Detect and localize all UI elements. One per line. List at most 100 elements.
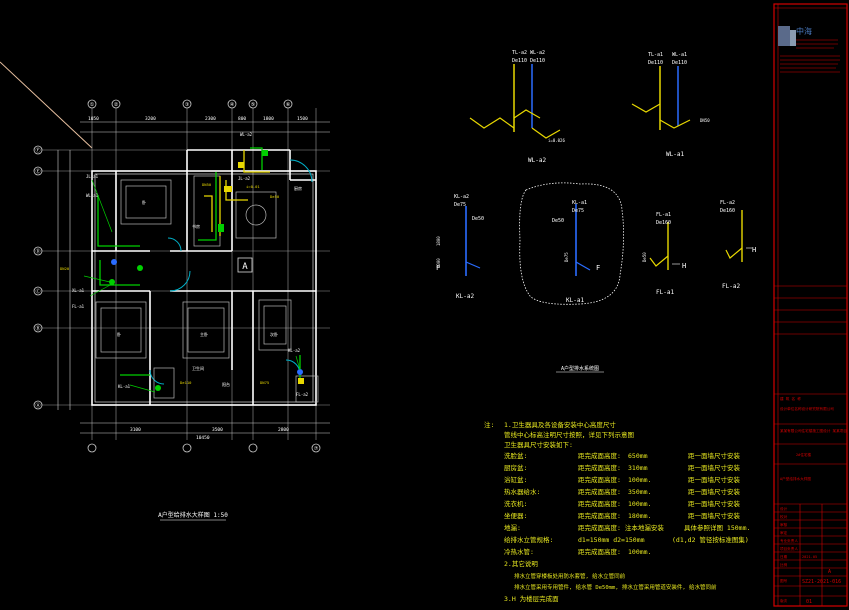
iso-kl-a2-size2: De50 [472, 216, 484, 222]
tb-version: A [828, 569, 831, 575]
axis-row-e: Ⓔ [35, 168, 40, 175]
svg-text:厨房盆:: 厨房盆: [504, 463, 527, 472]
iso-dim-6: De75 [564, 252, 569, 262]
room-6: 厨房 [294, 185, 302, 191]
svg-text:100mm.: 100mm. [628, 476, 651, 484]
tb-label-1: 校对 [780, 514, 788, 519]
tb-label-5: 项目负责人 [780, 546, 798, 551]
tag-3: XL-a1 [72, 288, 85, 293]
tb-sheet: 01 [806, 599, 812, 605]
notes-row-2: 浴缸盆: 距完成面高度: 100mm. 距一面墙尺寸安装 [504, 475, 741, 484]
tag-8: KL-a2 [288, 348, 301, 353]
tb-row2: 设计单位名称设计研究院有限公司 [780, 406, 834, 411]
room-7: 卫生间 [192, 365, 204, 371]
axis-bubbles [33, 99, 321, 453]
tb-row5: A户型给排水大样图 [780, 476, 811, 481]
iso-wl-a2: TL-a2 WL-a2 De110 De110 WL-a2 [469, 50, 561, 164]
svg-text:距一面墙尺寸安装: 距一面墙尺寸安装 [688, 499, 741, 508]
svg-text:A: A [242, 262, 248, 272]
iso-kl-a1: KL-a1 De75 De50 KL-a1 F [519, 182, 624, 305]
iso-wl-a2-size2: De110 [530, 58, 545, 64]
tag-7: JL-a2 [238, 176, 251, 181]
room-2: 书房 [192, 223, 200, 229]
room-4: 卧 [117, 331, 121, 337]
iso-wl-a1-label: WL-a1 [666, 151, 684, 158]
axis-row-d: Ⓓ [35, 248, 40, 255]
tag-2: WL-a1 [86, 193, 99, 198]
bottom-dim-2: 3500 [212, 427, 223, 433]
note-dn50: DN50 [202, 182, 212, 187]
tag-5: KL-a1 [118, 384, 131, 389]
svg-text:距完成面高度:: 距完成面高度: [578, 487, 621, 496]
room-5: 次卧 [270, 331, 278, 337]
axis-letters: ① ② ③ ④ ⑤ ⑥ ⑦ Ⓕ Ⓔ Ⓓ Ⓒ Ⓑ Ⓐ [35, 102, 318, 452]
note-dn75: DN75 [260, 380, 269, 385]
axis-col-5: ⑤ [251, 102, 256, 108]
pipe-tags: JL-a1 WL-a1 XL-a1 FL-a1 KL-a1 WL-a2 JL-a… [72, 132, 309, 397]
svg-text:100mm.: 100mm. [628, 500, 651, 508]
iso-fl-a2-size: De160 [720, 208, 735, 214]
iso-wl-a1-pipe2: WL-a1 [672, 52, 687, 58]
iso-wl-a2-label: WL-a2 [528, 157, 546, 164]
iso-mark-h2: H [752, 246, 756, 254]
svg-text:距完成面高度: 注本地漏安装: 距完成面高度: 注本地漏安装 [578, 523, 664, 532]
top-dim-4: 800 [238, 116, 246, 122]
svg-text:距完成面高度:: 距完成面高度: [578, 547, 621, 556]
note-de50: De50 [270, 194, 280, 199]
company-name: 中海 [796, 26, 812, 36]
furniture [95, 175, 319, 403]
title-block: 中海 建 筑 名 称 设计单位名称设计研究院有限公司 某某有限公司住宅楼施工图设… [773, 3, 848, 607]
cold-water-pipes [97, 147, 301, 378]
svg-text:距一面墙尺寸安装: 距一面墙尺寸安装 [688, 451, 741, 460]
iso-wl-a2-pipe1: TL-a2 [512, 50, 527, 56]
iso-mark-h1: H [682, 262, 686, 270]
notes-item2-line2: 排水立管采用专用管件, 给水管 De50mm, 排水立管采用管道安装件, 给水管… [514, 583, 717, 591]
svg-text:热水器给水:: 热水器给水: [504, 487, 540, 496]
iso-mark-f1: F [436, 264, 440, 272]
top-dim-6: 1500 [297, 116, 308, 122]
axis-col-4: ④ [230, 102, 235, 108]
tb-row4: 2#住宅楼 [796, 452, 812, 457]
svg-text:距完成面高度:: 距完成面高度: [578, 475, 621, 484]
design-notes: 注: 1.卫生器具及各设备安装中心高度尺寸 管线中心标高注明尺寸按照，详见下列示… [484, 420, 750, 603]
iso-kl-a2: KL-a2 De75 De50 KL-a2 F [436, 194, 484, 300]
notes-row-0: 洗脸盆: 距完成面高度: 650mm 距一面墙尺寸安装 [504, 451, 741, 460]
tag-4: FL-a1 [72, 304, 85, 309]
notes-item3: 3.H 为楼层完成面 [504, 594, 559, 603]
axis-col-1: ① [90, 102, 95, 108]
iso-dim-3: i=0.026 [548, 138, 565, 143]
top-dim-1: 1050 [88, 116, 99, 122]
notes-row-6: 地漏: 距完成面高度: 注本地漏安装 具体参照详图 150mm. [504, 523, 750, 532]
svg-text:(d1,d2 管径按标准图集): (d1,d2 管径按标准图集) [672, 535, 749, 544]
leader-line [0, 61, 93, 149]
company-logo-icon: 中海 [778, 26, 812, 46]
tb-row1: 建 筑 名 称 [780, 396, 801, 401]
svg-text:具体参照详图 150mm.: 具体参照详图 150mm. [684, 523, 750, 532]
svg-text:地漏:: 地漏: [504, 523, 521, 532]
iso-wl-a1: TL-a1 WL-a1 De110 De110 WL-a1 [631, 52, 691, 158]
svg-text:310mm: 310mm [628, 464, 648, 472]
svg-text:距完成面高度:: 距完成面高度: [578, 451, 621, 460]
notes-item2: 2.其它说明 [504, 559, 538, 568]
notes-item1-sub: 管线中心标高注明尺寸按照，详见下列示意图 [504, 430, 634, 439]
iso-dim-2: 1000 [436, 258, 441, 268]
iso-fl-a2: FL-a2 De160 FL-a2 H [720, 200, 756, 290]
axis-row-f: Ⓕ [35, 147, 40, 154]
svg-text:洗衣机:: 洗衣机: [504, 499, 527, 508]
axis-col-2: ② [114, 102, 119, 108]
iso-kl-a1-label: KL-a1 [566, 297, 584, 304]
title-block-rules [774, 7, 847, 606]
tag-1: JL-a1 [86, 174, 99, 179]
iso-kl-a1-size1: De75 [572, 208, 584, 214]
axis-row-b: Ⓑ [35, 325, 40, 332]
svg-text:距完成面高度:: 距完成面高度: [578, 463, 621, 472]
iso-wl-a2-pipe2: WL-a2 [530, 50, 545, 56]
iso-fl-a1-pipe: FL-a1 [656, 212, 671, 218]
tag-6: WL-a2 [240, 132, 253, 137]
floor-plan: A 1050 3200 2300 800 1800 1500 3100 3500… [33, 99, 330, 521]
note-slope: i=0.01 [246, 184, 260, 189]
notes-row-5: 坐便器: 距完成面高度: 180mm. 距一面墙尺寸安装 [504, 511, 741, 520]
iso-wl-a1-size2: De110 [672, 60, 687, 66]
iso-kl-a2-pipe: KL-a2 [454, 194, 469, 200]
